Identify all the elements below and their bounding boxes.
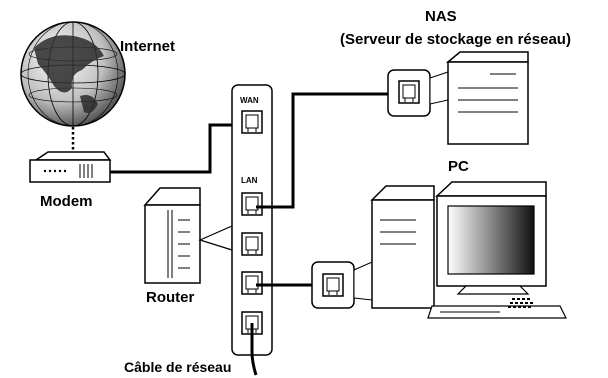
pc-label: PC	[448, 158, 469, 175]
lan-port-2	[241, 232, 263, 256]
nas-title-label: NAS	[425, 8, 457, 25]
router-panel	[231, 84, 273, 356]
router-icon	[143, 187, 201, 284]
wan-port	[241, 110, 263, 134]
nas-icon	[445, 51, 529, 145]
pc-port-callout	[311, 261, 355, 309]
lan-port-3	[241, 271, 263, 295]
wan-label: WAN	[240, 96, 259, 105]
pc-icon	[370, 181, 567, 319]
router-label: Router	[146, 289, 195, 306]
nas-port-callout	[387, 69, 431, 117]
cable-label: Câble de réseau	[124, 359, 232, 375]
internet-label: Internet	[120, 38, 176, 55]
nas-subtitle-label: (Serveur de stockage en réseau)	[340, 31, 571, 48]
modem-label: Modem	[40, 193, 93, 210]
lan-label: LAN	[241, 176, 258, 185]
globe-icon	[20, 21, 126, 127]
lan-port-1	[241, 192, 263, 216]
modem-icon	[29, 151, 112, 183]
